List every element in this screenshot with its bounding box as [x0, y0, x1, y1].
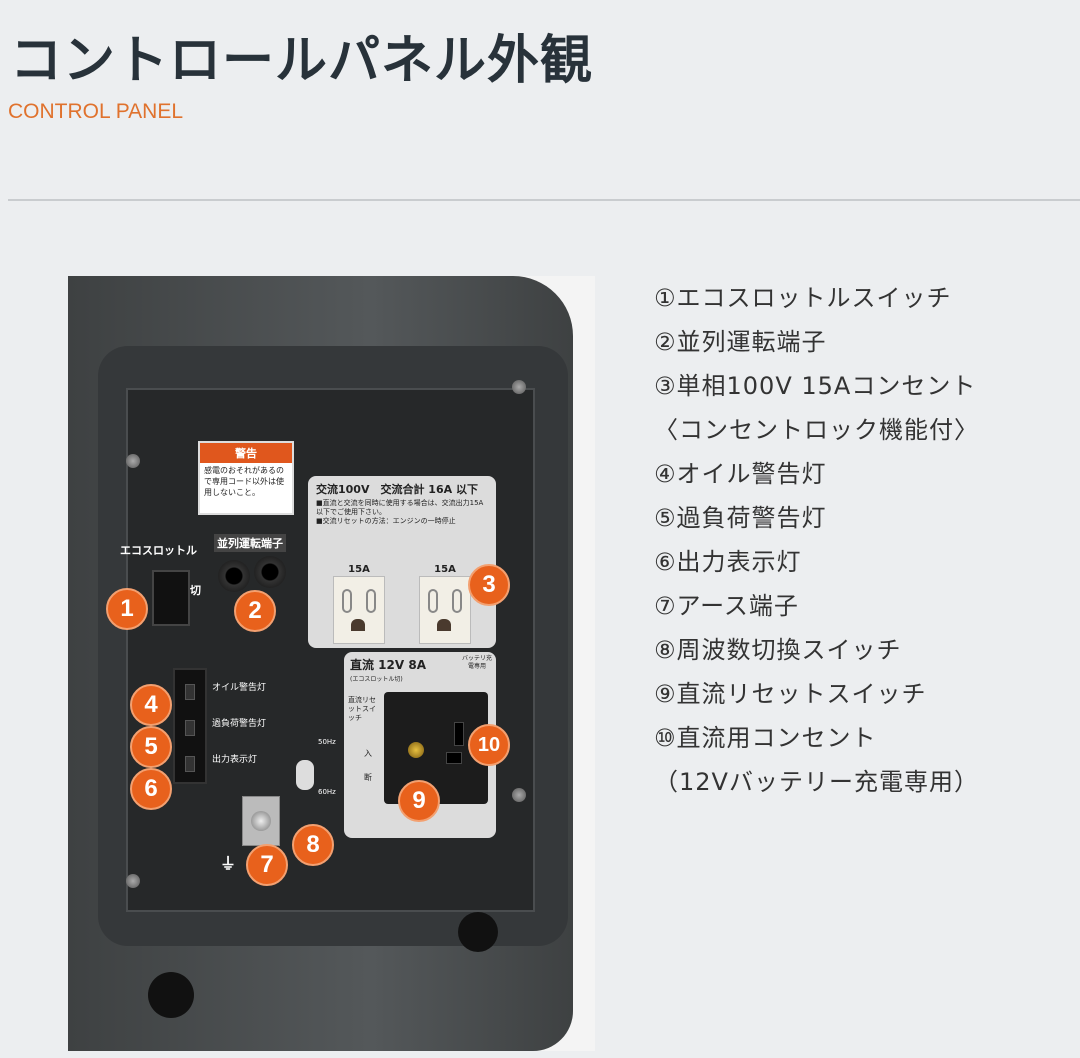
list-item: ⑩直流用コンセント: [654, 724, 877, 752]
screw-icon: [126, 874, 140, 888]
oil-warning-label: オイル警告灯: [212, 683, 267, 693]
dc-sub: (エコスロットル切): [350, 676, 403, 683]
ac-outlet-plate: 交流100V 交流合計 16A 以下 ■直流と交流を同時に使用する場合は、交流出…: [308, 476, 496, 648]
ac-outlet-column: 15A: [419, 564, 471, 644]
list-item: （12Vバッテリー充電専用）: [654, 768, 979, 796]
screw-icon: [512, 380, 526, 394]
dc-in-label: 入: [364, 749, 372, 758]
page-title: コントロールパネル外観: [10, 31, 594, 91]
earth-terminal: [242, 796, 280, 846]
outlet-rating: 15A: [348, 564, 370, 575]
screw-icon: [126, 454, 140, 468]
dc-off-label: 断: [364, 773, 372, 782]
eco-throttle-switch: [152, 570, 190, 626]
overload-label: 過負荷警告灯: [212, 719, 267, 729]
warning-sticker: 警告 感電のおそれがあるので専用コード以外は使用しないこと。: [198, 441, 294, 515]
badge-2: 2: [234, 590, 276, 632]
list-item: ⑥出力表示灯: [654, 548, 802, 576]
list-item: ④オイル警告灯: [654, 460, 827, 488]
list-item: ①エコスロットルスイッチ: [654, 284, 952, 312]
badge-1: 1: [106, 588, 148, 630]
badge-10: 10: [468, 724, 510, 766]
list-item: 〈コンセントロック機能付〉: [654, 416, 979, 444]
dc-battery-label: バッテリ充電専用: [462, 655, 493, 670]
badge-4: 4: [130, 684, 172, 726]
ac-note: ■交流リセットの方法：エンジンの一時停止: [316, 517, 456, 525]
ac-outlet: [333, 576, 385, 644]
dc-title: 直流 12V 8A: [350, 658, 426, 672]
list-item: ⑧周波数切換スイッチ: [654, 636, 902, 664]
badge-3: 3: [468, 564, 510, 606]
parallel-label: 並列運転端子: [214, 534, 286, 552]
off-label: 切: [190, 584, 201, 597]
ac-outlet-row: 15A 15A: [316, 564, 488, 644]
indicator-lamps: [173, 668, 207, 784]
list-item: ②並列運転端子: [654, 328, 827, 356]
dc-reset-switch: [408, 742, 424, 758]
list-item: ⑦アース端子: [654, 592, 799, 620]
badge-8: 8: [292, 824, 334, 866]
foot-hole: [148, 972, 194, 1018]
screw-icon: [512, 788, 526, 802]
output-label: 出力表示灯: [212, 755, 258, 765]
badge-7: 7: [246, 844, 288, 886]
list-item: ⑤過負荷警告灯: [654, 504, 827, 532]
feature-list: ①エコスロットルスイッチ ②並列運転端子 ③単相100V 15Aコンセント 〈コ…: [654, 276, 979, 804]
list-item: ⑨直流リセットスイッチ: [654, 680, 927, 708]
ac-outlet-column: 15A: [333, 564, 385, 644]
50hz-label: 50Hz: [318, 738, 336, 746]
foot-hole: [458, 912, 498, 952]
ac-outlet: [419, 576, 471, 644]
dc-reset-label: 直流リセットスイッチ: [348, 696, 376, 722]
divider: [8, 199, 1080, 201]
badge-9: 9: [398, 780, 440, 822]
60hz-label: 60Hz: [318, 788, 336, 796]
ac-note: ■直流と交流を同時に使用する場合は、交流出力15A以下でご使用下さい。: [316, 499, 484, 516]
parallel-terminal: [218, 560, 250, 592]
outlet-rating: 15A: [434, 564, 456, 575]
eco-throttle-label: エコスロットル: [120, 544, 197, 557]
control-panel-photo: 警告 感電のおそれがあるので専用コード以外は使用しないこと。 エコスロットル 切…: [68, 276, 595, 1051]
ac-title: 交流100V 交流合計 16A 以下: [316, 483, 478, 496]
frequency-switch: [296, 760, 314, 790]
parallel-terminal: [254, 556, 286, 588]
ground-icon: ⏚: [220, 854, 237, 873]
warning-title: 警告: [200, 443, 292, 463]
badge-5: 5: [130, 726, 172, 768]
page-subtitle: CONTROL PANEL: [8, 100, 184, 123]
list-item: ③単相100V 15Aコンセント: [654, 372, 977, 400]
badge-6: 6: [130, 768, 172, 810]
warning-text: 感電のおそれがあるので専用コード以外は使用しないこと。: [204, 466, 284, 497]
